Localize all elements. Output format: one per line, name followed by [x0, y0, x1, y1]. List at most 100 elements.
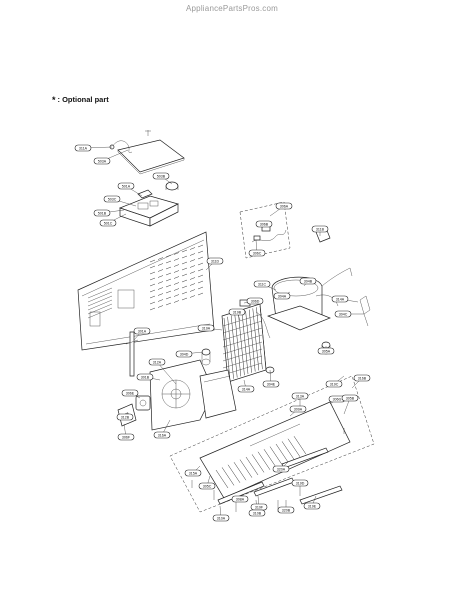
part-number: 306E	[126, 391, 135, 395]
part-number: 305B	[346, 396, 355, 400]
part-callout: 316B	[353, 374, 371, 382]
control-box	[118, 195, 179, 227]
part-callout: 503B	[152, 172, 170, 180]
fan-shroud	[149, 359, 215, 431]
part-callout: 304D	[175, 350, 193, 358]
capacitor	[165, 181, 179, 191]
part-number: 311B	[316, 227, 325, 231]
part-number: 309A	[294, 407, 303, 411]
part-number: 319C	[330, 382, 339, 386]
small-bracket	[137, 189, 153, 199]
fan-motor	[135, 395, 151, 411]
part-callout: 319E	[303, 502, 321, 510]
part-callout: 501B	[93, 209, 111, 217]
base-rail-right	[299, 485, 343, 505]
part-callout: 314A	[237, 385, 255, 393]
part-callout: 319B	[228, 308, 246, 316]
part-number: 319A	[202, 326, 211, 330]
part-callout: 319C	[325, 380, 343, 388]
part-number: 311A	[79, 146, 88, 150]
part-callout: 501A	[117, 182, 135, 190]
part-callout: 503C	[103, 195, 121, 203]
part-number: 319F	[255, 505, 264, 509]
part-callout: 304E	[262, 380, 280, 388]
part-number: 306C	[253, 251, 262, 255]
optional-symbol: *	[52, 95, 56, 105]
part-callout: 316A	[153, 431, 171, 439]
part-number: 503B	[157, 174, 166, 178]
part-number: 311D	[211, 259, 220, 263]
part-number: 315A	[189, 471, 198, 475]
part-number: 306G	[333, 397, 342, 401]
part-number: 501C	[104, 221, 113, 225]
cover-plate	[117, 130, 185, 175]
optional-part-legend: *: Optional part	[52, 95, 109, 105]
part-callout: 304A	[273, 292, 291, 300]
part-number: 301A	[138, 329, 147, 333]
drain-tube	[125, 331, 139, 377]
part-callout: 311A	[74, 144, 92, 152]
base-rail-left	[217, 481, 265, 505]
part-callout: 306B	[255, 220, 273, 228]
part-number: 306D	[251, 299, 260, 303]
part-number: 319E	[308, 504, 317, 508]
part-number: 313A	[296, 394, 305, 398]
part-callout: 301B	[136, 373, 154, 381]
part-number: 305C	[203, 484, 212, 488]
part-callout: 311B	[311, 225, 329, 233]
part-number: 308A	[236, 497, 245, 501]
part-number: 314A	[336, 297, 345, 301]
part-callout: 306D	[246, 297, 264, 305]
part-number: 301B	[141, 375, 150, 379]
compressor	[267, 267, 353, 331]
part-number: 314A	[242, 387, 251, 391]
dryer-filter	[201, 348, 211, 366]
part-callout: 311C	[253, 280, 271, 288]
tube-fitting-1	[359, 295, 371, 315]
part-callout: 319D	[291, 479, 309, 487]
part-callout: 314A	[331, 295, 349, 303]
part-callout: 312B	[116, 413, 134, 421]
part-number: 304D	[180, 352, 189, 356]
part-callout: 306F	[117, 433, 135, 441]
part-number: 501A	[122, 184, 131, 188]
leader-line	[156, 361, 177, 385]
part-number: 310B	[253, 511, 262, 515]
part-number: 503A	[98, 159, 107, 163]
part-callout: 320B	[277, 506, 295, 514]
watermark: AppliancePartsPros.com	[186, 4, 278, 13]
part-callout: 312A	[148, 358, 166, 366]
part-number: 306A	[280, 204, 289, 208]
part-callout: 305B	[341, 394, 359, 402]
part-number: 316A	[158, 433, 167, 437]
part-callout: 319A	[197, 324, 215, 332]
part-number: 304E	[267, 382, 276, 386]
part-callout: 309A	[289, 405, 307, 413]
part-callout: 501C	[99, 219, 117, 227]
tube-fitting-2	[363, 313, 369, 327]
optional-part-label: : Optional part	[57, 95, 109, 104]
part-callout: 319F	[250, 503, 268, 511]
part-number: 304B	[304, 279, 313, 283]
condenser	[221, 303, 271, 383]
part-number: 312B	[121, 415, 130, 419]
part-callout: 311D	[206, 257, 224, 265]
part-number: 311C	[258, 282, 267, 286]
part-number: 319D	[296, 481, 305, 485]
part-number: 319B	[233, 310, 242, 314]
part-callout: 315A	[184, 469, 202, 477]
part-number: 320A	[277, 467, 286, 471]
part-callout: 304B	[299, 277, 317, 285]
part-callout: 308A	[231, 495, 249, 503]
part-callout: 320A	[272, 465, 290, 473]
part-number: 320B	[282, 508, 291, 512]
part-callout: 503A	[93, 157, 111, 165]
part-number: 312A	[153, 360, 162, 364]
part-callout: 301A	[133, 327, 151, 335]
part-callout: 310B	[248, 509, 266, 517]
part-callout: 306E	[121, 389, 139, 397]
part-callout: 305C	[198, 482, 216, 490]
part-callout: 306C	[248, 249, 266, 257]
part-callout: 310A	[212, 514, 230, 522]
